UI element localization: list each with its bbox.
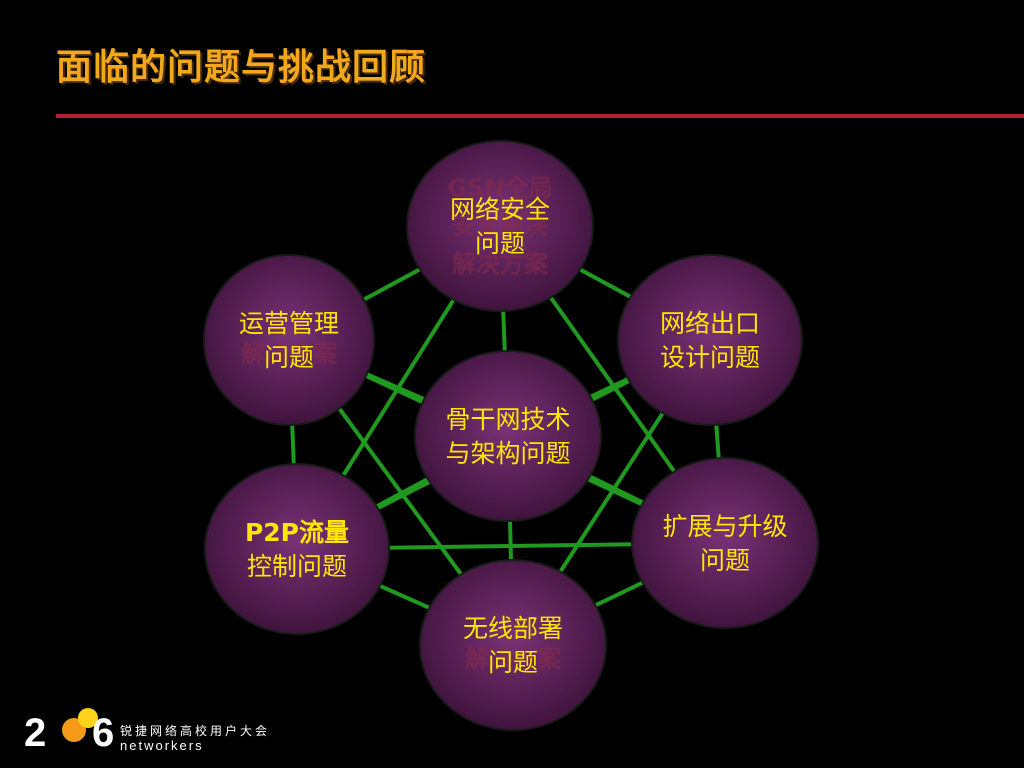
node-label-line: 无线部署 <box>463 614 563 643</box>
node-label-line: 骨干网技术 <box>445 405 570 434</box>
node-label-line: 问题 <box>264 343 314 372</box>
node-label-line: 运营管理 <box>239 309 339 338</box>
node-ghost-text: 解决方案 <box>465 645 562 673</box>
logo-year-right: 6 <box>92 711 114 755</box>
node-label-line: 网络安全 <box>450 195 550 224</box>
logo-year-left: 2 <box>24 711 46 755</box>
node-label-line: 设计问题 <box>660 343 760 372</box>
node-circle <box>414 350 602 522</box>
problem-nodes: GSN全局安全解决解决方案网络安全问题解决方案运营管理问题网络出口设计问题骨干网… <box>203 140 819 731</box>
node-label-line: 问题 <box>475 229 525 258</box>
node-label-line: 扩展与升级 <box>662 512 787 541</box>
node-circle <box>406 140 594 312</box>
node-circle <box>617 254 803 426</box>
node-circle <box>204 463 390 635</box>
title-divider <box>56 114 1024 118</box>
node-ghost-text: 解决方案 <box>241 340 338 368</box>
logo-yellow-circle <box>78 708 98 728</box>
node-label-line: 问题 <box>700 546 750 575</box>
node-circle <box>631 457 819 629</box>
networkers-2006-logo: 2 6 锐捷网络高校用户大会 networkers <box>24 700 284 758</box>
node-label-line: 问题 <box>488 648 538 677</box>
page-title: 面临的问题与挑战回顾 <box>56 47 427 88</box>
node-label-line: 网络出口 <box>660 309 760 338</box>
node-label-line: 控制问题 <box>247 552 347 581</box>
node-circle <box>203 254 375 426</box>
node-circle <box>419 559 607 731</box>
node-label-line: 与架构问题 <box>445 439 570 468</box>
node-ghost-text: 解决方案 <box>452 250 549 278</box>
node-ghost-text: GSN全局 <box>447 174 552 202</box>
logo-english-text: networkers <box>120 738 204 753</box>
logo-mark: 2 6 <box>24 708 114 755</box>
logo-chinese-text: 锐捷网络高校用户大会 <box>120 724 271 738</box>
node-label-line: P2P流量 <box>245 518 349 547</box>
node-ghost-text: 安全解决 <box>452 212 549 240</box>
